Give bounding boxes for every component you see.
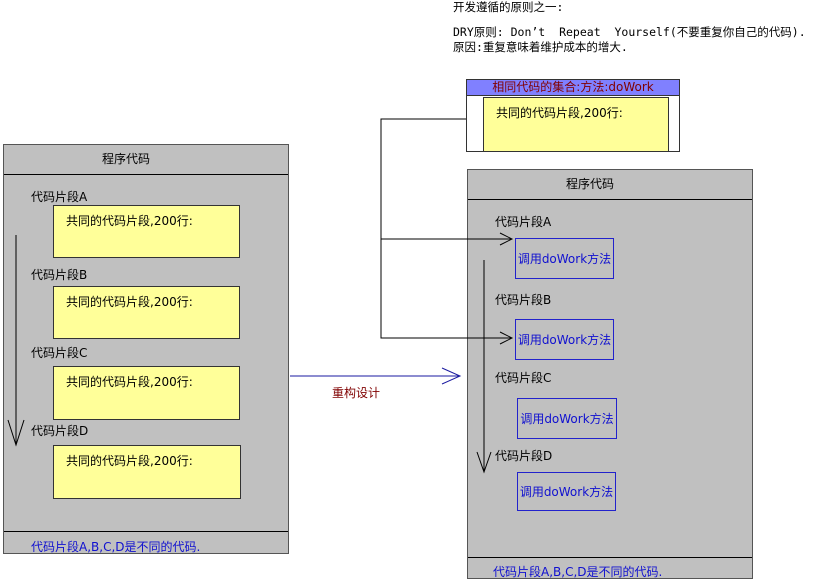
right-segment-a-call-text: 调用doWork方法: [517, 252, 612, 266]
right-segment-c-call-text: 调用doWork方法: [520, 412, 614, 426]
left-segment-d-common-text: 共同的代码片段,200行:: [66, 454, 193, 468]
right-segment-c-call-box: 调用doWork方法: [517, 398, 617, 439]
right-segment-d-label: 代码片段D: [495, 449, 553, 463]
dowork-common-code-text: 共同的代码片段,200行:: [496, 106, 623, 120]
principle-title: 开发遵循的原则之一:: [453, 0, 564, 14]
right-segment-b-call-box: 调用doWork方法: [515, 319, 614, 360]
left-panel-footer-divider: [4, 531, 288, 532]
right-segment-a-label: 代码片段A: [495, 215, 552, 229]
left-segment-a-common-text: 共同的代码片段,200行:: [66, 214, 193, 228]
left-panel-title-divider: [4, 174, 288, 175]
left-segment-a-label: 代码片段A: [31, 190, 88, 204]
dowork-method-header: 相同代码的集合:方法:doWork: [467, 80, 679, 96]
left-segment-c-label: 代码片段C: [31, 346, 88, 360]
right-program-panel: 程序代码 代码片段A 调用doWork方法 代码片段B 调用doWork方法 代…: [467, 169, 753, 579]
right-segment-b-label: 代码片段B: [495, 293, 552, 307]
refactor-label: 重构设计: [332, 386, 381, 400]
left-panel-footer: 代码片段A,B,C,D是不同的代码.: [31, 540, 201, 554]
reason-text: 原因:重复意味着维护成本的增大.: [453, 40, 628, 54]
left-segment-d-label: 代码片段D: [31, 424, 89, 438]
right-segment-d-call-box: 调用doWork方法: [517, 472, 616, 511]
right-panel-title: 程序代码: [565, 177, 614, 191]
right-segment-b-call-text: 调用doWork方法: [517, 333, 612, 347]
left-segment-d-common-box: 共同的代码片段,200行:: [53, 445, 241, 499]
left-segment-b-common-text: 共同的代码片段,200行:: [66, 295, 193, 309]
right-segment-d-call-text: 调用doWork方法: [519, 485, 614, 499]
left-segment-c-common-text: 共同的代码片段,200行:: [66, 375, 193, 389]
dowork-method-header-text: 相同代码的集合:方法:doWork: [492, 80, 654, 94]
left-segment-c-common-box: 共同的代码片段,200行:: [53, 366, 240, 420]
right-panel-footer: 代码片段A,B,C,D是不同的代码.: [493, 565, 663, 579]
dry-principle-text: DRY原则: Don’t Repeat Yourself(不要重复你自己的代码)…: [453, 25, 806, 39]
left-segment-a-common-box: 共同的代码片段,200行:: [53, 205, 240, 258]
dowork-method-box: 相同代码的集合:方法:doWork 共同的代码片段,200行:: [466, 79, 680, 152]
dowork-common-code-box: 共同的代码片段,200行:: [483, 97, 669, 152]
right-segment-a-call-box: 调用doWork方法: [515, 238, 614, 279]
left-panel-title: 程序代码: [101, 152, 150, 166]
left-segment-b-common-box: 共同的代码片段,200行:: [53, 286, 240, 339]
right-segment-c-label: 代码片段C: [495, 371, 552, 385]
refactor-arrow: [290, 367, 462, 385]
right-panel-footer-divider: [468, 557, 752, 558]
left-program-panel: 程序代码 代码片段A 共同的代码片段,200行: 代码片段B 共同的代码片段,2…: [3, 144, 289, 554]
left-segment-b-label: 代码片段B: [31, 268, 88, 282]
right-panel-title-divider: [468, 199, 752, 200]
